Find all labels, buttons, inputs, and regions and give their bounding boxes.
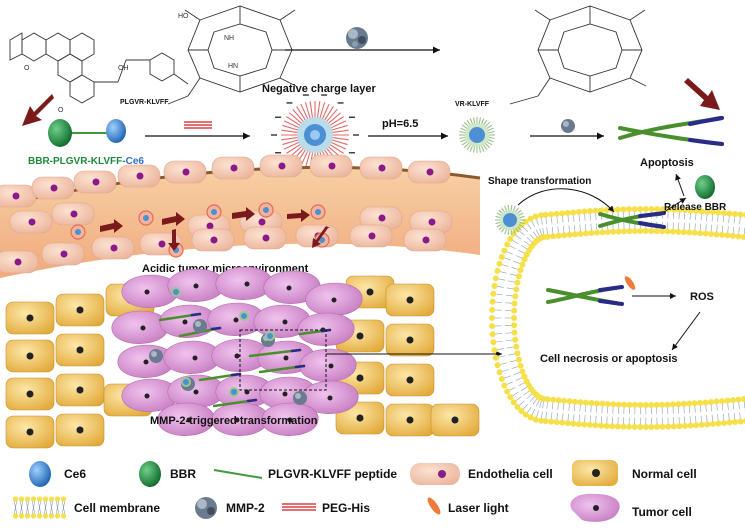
down-arrow-right: [684, 78, 720, 110]
necrosis-label: Cell necrosis or apoptosis: [540, 353, 678, 365]
svg-text:MMP-2: MMP-2: [226, 501, 265, 515]
svg-text:HO: HO: [178, 13, 189, 20]
legend-tumor: Tumor cell: [570, 493, 692, 522]
svg-text:OH: OH: [118, 65, 129, 72]
laser-light-icon: [624, 276, 636, 290]
svg-text:Laser light: Laser light: [448, 501, 509, 515]
ph-label: pH=6.5: [382, 118, 418, 130]
nanoparticle-at-membrane: [495, 205, 525, 235]
flow-arrows: [100, 207, 330, 251]
necrosis-arrow: [671, 311, 701, 351]
legend-peptide: PLGVR-KLVFF peptide: [213, 467, 397, 481]
mmp2-icon-mid: [561, 119, 575, 133]
legend-endothelia: Endothelia cell: [410, 463, 553, 485]
tumor-fibers: [149, 287, 332, 408]
right-linker-label: VR-KLVFF: [455, 101, 490, 108]
svg-text:Ce6: Ce6: [64, 467, 86, 481]
released-bbr-icon: [695, 175, 715, 199]
legend: Ce6 BBR PLGVR-KLVFF peptide Endothelia c…: [12, 460, 697, 522]
peg-nanoparticle: [271, 94, 359, 176]
down-arrow-left: [22, 94, 54, 126]
zoom-box: [239, 329, 327, 391]
peg-his-icon-row: [184, 121, 212, 129]
svg-text:Tumor cell: Tumor cell: [632, 505, 692, 519]
ros-label: ROS: [690, 291, 714, 303]
mmp2-icon-top: [346, 27, 368, 49]
legend-laser: Laser light: [427, 497, 509, 515]
svg-text:Cell membrane: Cell membrane: [74, 501, 160, 515]
legend-bbr: BBR: [139, 461, 196, 487]
svg-text:O: O: [24, 65, 30, 72]
peptide-legend-icon: [213, 469, 263, 479]
membrane-legend-icon: [12, 496, 67, 519]
cell-membrane: [489, 206, 745, 430]
mmp2-legend-icon: [195, 497, 217, 519]
svg-text:BBR: BBR: [170, 467, 196, 481]
legend-mmp2: MMP-2: [195, 497, 265, 519]
bbr-sphere: [48, 119, 72, 147]
legend-membrane: Cell membrane: [12, 496, 160, 519]
tumor-cells: [111, 266, 363, 436]
small-nanoparticle: [459, 117, 495, 153]
ce6-legend-icon: [29, 461, 51, 487]
cleaved-structure: [509, 5, 647, 105]
bbr-ce6-structure: [9, 5, 297, 105]
probe-label: BBR-PLGVR-KLVFF-Ce6: [28, 156, 144, 167]
left-linker-label: PLGVR-KLVFF: [120, 99, 169, 106]
svg-text:Normal cell: Normal cell: [632, 467, 697, 481]
shape-transformation-label: Shape transformation: [488, 176, 591, 187]
svg-text:HN: HN: [228, 63, 238, 70]
svg-text:PEG-His: PEG-His: [322, 501, 370, 515]
laser-legend-icon: [427, 497, 441, 515]
bbr-legend-icon: [139, 461, 161, 487]
svg-text:NH: NH: [224, 35, 234, 42]
endothelia-legend-icon: [410, 463, 460, 485]
peg-legend-icon: [282, 503, 316, 511]
svg-text:O: O: [58, 107, 64, 114]
release-bbr-label: Release BBR: [664, 202, 727, 213]
legend-peg: PEG-His: [282, 501, 370, 515]
endothelial-cells: [0, 154, 453, 274]
negative-charge-label: Negative charge layer: [262, 83, 376, 95]
shape-transform-arrow: [517, 188, 615, 213]
release-arrow: [663, 197, 687, 213]
legend-normal: Normal cell: [572, 460, 697, 486]
svg-text:Endothelia cell: Endothelia cell: [468, 467, 553, 481]
apoptosis-arrow: [675, 173, 685, 197]
svg-text:PLGVR-KLVFF peptide: PLGVR-KLVFF peptide: [268, 467, 397, 481]
mmp-label: MMP-2-triggered transformation: [150, 415, 318, 427]
apoptosis-label: Apoptosis: [640, 157, 694, 169]
ce6-sphere: [106, 119, 126, 143]
membrane-fibers: [546, 211, 666, 306]
normal-cells: [5, 275, 480, 449]
structure-atoms-left: HO NH HN OH O O: [24, 13, 238, 114]
legend-ce6: Ce6: [29, 461, 86, 487]
nanofibers-top: [618, 116, 724, 146]
